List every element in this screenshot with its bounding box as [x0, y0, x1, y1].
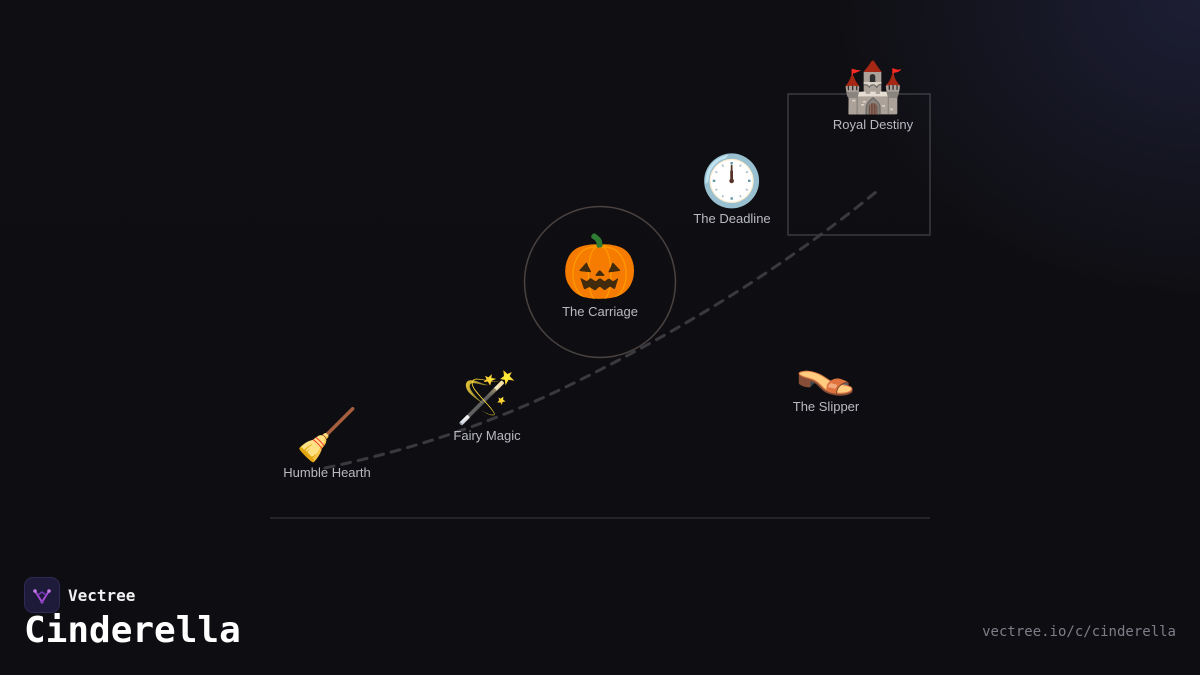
node-the-carriage[interactable]: 🎃 The Carriage [530, 233, 670, 320]
destiny-highlight-box [787, 93, 931, 236]
node-label: Humble Hearth [283, 465, 371, 480]
node-royal-destiny[interactable]: 🏰 Royal Destiny [803, 59, 943, 132]
story-arc-path [323, 190, 878, 470]
node-the-slipper[interactable]: 👡 The Slipper [756, 341, 896, 414]
node-label: Fairy Magic [453, 428, 521, 443]
node-label: The Carriage [562, 304, 638, 319]
node-fairy-magic[interactable]: 🪄 Fairy Magic [417, 370, 557, 443]
castle-icon: 🏰 [841, 59, 905, 115]
node-humble-hearth[interactable]: 🧹 Humble Hearth [257, 407, 397, 480]
carriage-highlight-circle [523, 205, 677, 359]
node-label: Royal Destiny [832, 117, 914, 132]
clock-icon: 🕛 [700, 153, 764, 209]
vectree-logo-icon [24, 577, 60, 613]
node-label: The Slipper [792, 399, 860, 414]
broom-icon: 🧹 [295, 407, 359, 463]
node-label: The Deadline [693, 211, 771, 226]
brand-name: Vectree [68, 585, 136, 605]
brand[interactable]: Vectree [24, 577, 135, 613]
slipper-icon: 👡 [794, 341, 858, 397]
magic-wand-icon: 🪄 [455, 370, 519, 426]
page-url[interactable]: vectree.io/c/cinderella [982, 624, 1176, 640]
page-title: Cinderella [24, 610, 241, 651]
node-the-deadline[interactable]: 🕛 The Deadline [662, 153, 802, 226]
pumpkin-icon: 🎃 [561, 233, 639, 302]
